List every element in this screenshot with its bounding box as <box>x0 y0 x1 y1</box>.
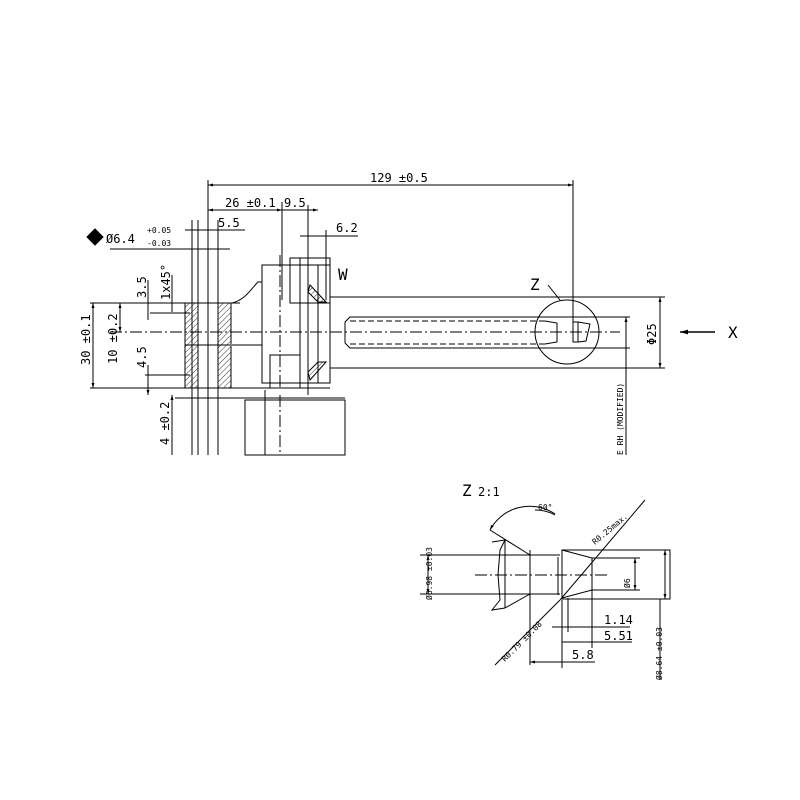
tol-lower: -0.03 <box>147 239 171 248</box>
dia-6-label: Ø6 <box>622 578 632 588</box>
angle-label: 60° <box>538 503 552 512</box>
view-x-label: X <box>728 323 738 342</box>
label-z: Z <box>530 275 540 294</box>
detail-scale: 2:1 <box>478 485 500 499</box>
chamfer-label: 1x45° <box>159 264 173 300</box>
dim-1-14-label: 1.14 <box>604 613 633 627</box>
dim-30-label: 30 ±0.1 <box>79 314 93 365</box>
dim-129-label: 129 ±0.5 <box>370 171 428 185</box>
dim-3-5-label: 3.5 <box>135 276 149 298</box>
dim-4-5-label: 4.5 <box>135 346 149 368</box>
radius-079-label: R0.79 ±0.08 <box>500 619 544 663</box>
dia-6-4-label: Ø6.4 <box>106 232 135 246</box>
detail-z-view: Z 2:1 60° Ø6.98 ±0.03 Ø6 Ø8.64 ±0.03 R0.… <box>420 481 671 680</box>
detail-z-circle <box>534 299 600 365</box>
dim-10-label: 10 ±0.2 <box>106 313 120 364</box>
dia-8-64-label: Ø8.64 ±0.03 <box>654 627 664 680</box>
label-w: W <box>338 265 348 284</box>
dim-5-8-label: 5.8 <box>572 648 594 662</box>
tol-upper: +0.05 <box>147 226 171 235</box>
dim-5-5-label: 5.5 <box>218 216 240 230</box>
dia-25-label: Φ25 <box>645 323 659 345</box>
critical-feature-diamond-icon <box>86 228 104 246</box>
dim-4-label: 4 ±0.2 <box>158 402 172 445</box>
detail-title: Z <box>462 481 472 500</box>
dim-9-5-label: 9.5 <box>284 196 306 210</box>
dim-5-51-label: 5.51 <box>604 629 633 643</box>
dim-6-2-label: 6.2 <box>336 221 358 235</box>
dim-26-label: 26 ±0.1 <box>225 196 276 210</box>
dia-6-98-label: Ø6.98 ±0.03 <box>424 547 434 600</box>
main-view: 129 ±0.5 26 ±0.1 9.5 5.5 6.2 Ø6.4 +0.05 … <box>79 171 738 456</box>
note-vertical: E RH (MODIFIED) <box>616 383 625 455</box>
